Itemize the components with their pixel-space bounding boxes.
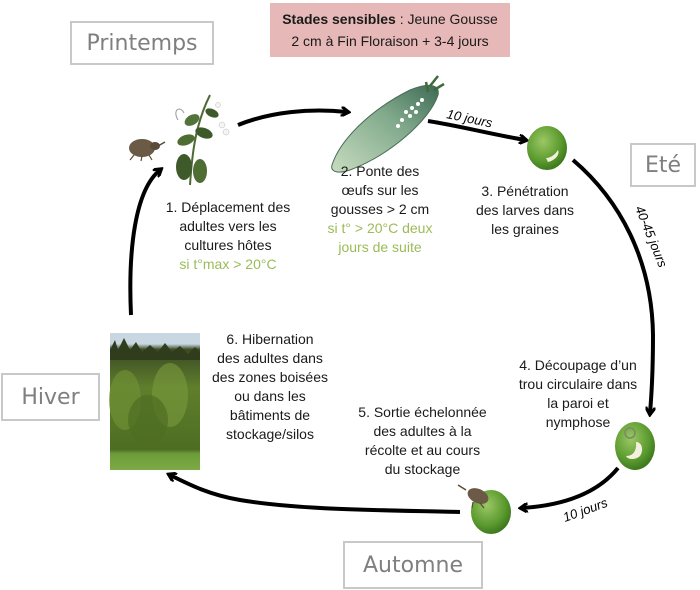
pea-seed-hole-icon — [615, 422, 655, 470]
step-2-line: 2. Ponte des — [340, 163, 420, 179]
season-printemps: Printemps — [70, 21, 214, 65]
banner-line-2: 2 cm à Fin Floraison + 3-4 jours — [291, 33, 489, 49]
step-1-line: cultures hôtes — [184, 237, 272, 253]
arrow-exit-to-hiver — [170, 475, 461, 514]
step-4-line: trou circulaire dans — [518, 376, 638, 392]
step-2-line: gousses > 2 cm — [330, 201, 430, 217]
step-3-line: 3. Pénétration — [481, 183, 569, 199]
step-1-line: adultes vers les — [179, 218, 277, 234]
step-5-line: récolte et au cours — [364, 442, 481, 458]
step-4-line: 4. Découpage d’un — [519, 357, 637, 373]
pea-pod-icon — [331, 75, 445, 173]
step-4-line: la paroi et — [547, 395, 609, 411]
step-5-text: 5. Sortie échelonnée des adultes à la ré… — [340, 403, 505, 479]
step-1-text: 1. Déplacement des adultes vers les cult… — [148, 198, 308, 274]
pea-plant-icon — [175, 94, 230, 186]
step-4-text: 4. Découpage d’un trou circulaire dans l… — [498, 356, 658, 432]
step-3-line: les graines — [491, 221, 559, 237]
banner-line-1: Stades sensibles : Jeune Gousse — [270, 8, 510, 30]
step-3-line: des larves dans — [475, 202, 575, 218]
season-hiver: Hiver — [1, 373, 100, 421]
step-6-line: des zones boisées — [212, 369, 328, 385]
step-6-line: ou dans les — [234, 388, 306, 404]
step-2-condition: jours de suite — [338, 239, 422, 255]
step-5-line: du stockage — [384, 461, 461, 477]
step-3-text: 3. Pénétration des larves dans les grain… — [460, 182, 590, 239]
arrow-plant-to-pod — [237, 111, 347, 127]
step-2-line: œufs sur les — [341, 182, 419, 198]
season-automne: Automne — [343, 541, 483, 589]
banner-bold-label: Stades sensibles — [282, 11, 396, 27]
step-5-line: des adultes à la — [373, 423, 472, 439]
step-1-condition: si t°max > 20°C — [179, 256, 277, 272]
step-6-line: stockage/silos — [226, 426, 314, 442]
step-2-text: 2. Ponte des œufs sur les gousses > 2 cm… — [310, 162, 450, 257]
arrow-nymph-to-exit — [522, 466, 620, 508]
arrow-pod-to-seed — [427, 119, 525, 140]
forest-photo — [109, 333, 200, 470]
step-6-line: des adultes dans — [217, 350, 323, 366]
season-ete: Eté — [630, 143, 696, 187]
banner-line-1-rest: : Jeune Gousse — [395, 11, 498, 27]
step-2-condition: si t° > 20°C deux — [327, 220, 433, 236]
duration-seed-to-nymph: 40-45 jours — [632, 204, 670, 270]
sensitive-stages-banner: Stades sensibles : Jeune Gousse 2 cm à F… — [270, 3, 510, 57]
pea-seed-weevil-icon — [457, 484, 511, 534]
step-6-line: 6. Hibernation — [226, 331, 314, 347]
weevil-adult-icon — [129, 139, 166, 162]
step-1-line: 1. Déplacement des — [165, 199, 291, 215]
step-5-line: 5. Sortie échelonnée — [358, 404, 487, 420]
step-6-text: 6. Hibernation des adultes dans des zone… — [200, 330, 340, 444]
step-6-line: bâtiments de — [229, 407, 311, 423]
arrow-seed-to-nymph — [571, 158, 653, 413]
arrow-hiver-to-printemps — [128, 170, 160, 316]
pea-seed-larva-icon — [527, 126, 567, 170]
step-4-line: nymphose — [545, 414, 611, 430]
